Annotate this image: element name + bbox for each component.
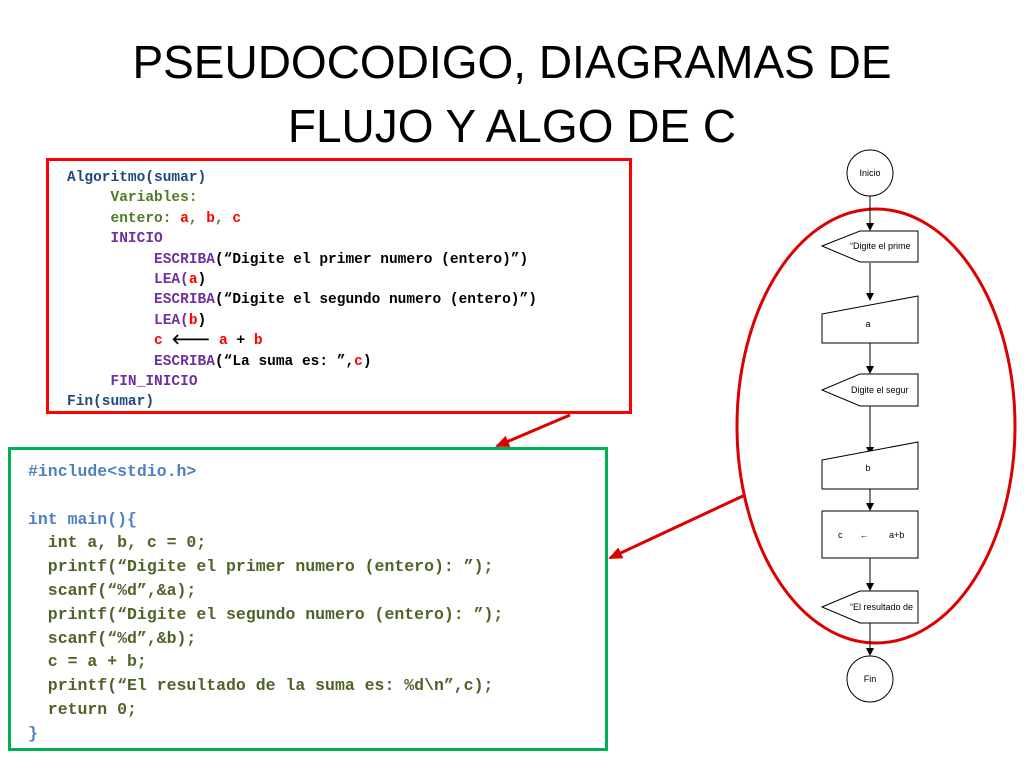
c-code-listing: #include<stdio.h> int main(){ int a, b, … xyxy=(28,460,503,746)
pseudo-msg-2: (“Digite el segundo numero (entero)”) xyxy=(214,292,537,309)
flow-end-label: Fin xyxy=(864,674,877,684)
pseudocode-listing: Algoritmo(sumar) Variables: entero: a, b… xyxy=(67,168,537,413)
pseudo-paren: ( xyxy=(180,272,189,289)
pseudo-output-c: c xyxy=(354,353,363,370)
pseudo-inicio: INICIO xyxy=(110,231,163,248)
flow-output-1-shape xyxy=(820,230,919,263)
flow-start-label: Inicio xyxy=(859,168,880,178)
flow-output-2-label: Digite el segur xyxy=(851,385,909,395)
flow-start-terminal xyxy=(846,149,894,197)
flow-end-terminal xyxy=(846,655,894,703)
flow-output-3-shape xyxy=(820,590,919,624)
c-code-box: #include<stdio.h> int main(){ int a, b, … xyxy=(8,447,608,751)
flow-input-a-label: a xyxy=(865,319,870,329)
flow-input-a-shape xyxy=(821,295,919,344)
pseudo-msg-1: (“Digite el primer numero (entero)”) xyxy=(214,251,529,268)
flow-process-var: c xyxy=(838,530,843,540)
pseudo-assign-c: c xyxy=(154,333,163,350)
pseudo-lea-1: LEA xyxy=(154,272,181,289)
c-line: return 0; xyxy=(28,699,137,719)
pseudo-plus: + xyxy=(236,333,246,350)
pseudocode-box: Algoritmo(sumar) Variables: entero: a, b… xyxy=(46,158,632,414)
pseudo-type-label: entero: xyxy=(110,210,172,227)
flow-output-3-label: “El resultado de xyxy=(850,602,913,612)
flow-output-1-label: “Digite el prime xyxy=(850,241,911,251)
flow-input-b-label: b xyxy=(865,463,870,473)
pseudo-comma: , xyxy=(188,210,198,227)
pseudo-lea-a: a xyxy=(188,272,198,289)
pseudo-to-c-arrow xyxy=(495,413,571,448)
pseudo-assign-a: a xyxy=(219,333,228,350)
pseudo-lea-b: b xyxy=(188,312,198,329)
pseudo-footer: Fin(sumar) xyxy=(67,394,155,411)
c-line: scanf(“%d”,&b); xyxy=(28,628,197,648)
pseudo-msg-3: (“La suma es: ”, xyxy=(214,353,355,370)
pseudo-paren: ( xyxy=(180,312,189,329)
pseudo-var-b: b xyxy=(206,210,215,227)
c-line: printf(“El resultado de la suma es: %d\n… xyxy=(28,676,494,696)
pseudo-paren: ) xyxy=(197,272,207,289)
pseudo-fin-inicio: FIN_INICIO xyxy=(110,374,198,391)
flow-process-arrow-icon: ← xyxy=(860,530,869,540)
pseudo-paren: ) xyxy=(197,312,207,329)
pseudo-escriba-3: ESCRIBA xyxy=(154,353,215,370)
pseudo-escriba-1: ESCRIBA xyxy=(154,251,215,268)
c-line: c = a + b; xyxy=(28,652,147,672)
slide-title: PSEUDOCODIGO, DIAGRAMAS DE FLUJO Y ALGO … xyxy=(0,30,1024,158)
title-line-1: PSEUDOCODIGO, DIAGRAMAS DE xyxy=(132,36,892,88)
c-line: printf(“Digite el segundo numero (entero… xyxy=(28,604,504,624)
pseudo-variables-label: Variables: xyxy=(110,190,198,207)
assign-arrow-icon: 🡐 xyxy=(171,333,211,350)
c-main-decl: int main(){ xyxy=(28,509,137,529)
c-line: int a, b, c = 0; xyxy=(28,533,207,553)
c-line: scanf(“%d”,&a); xyxy=(28,580,197,600)
flowchart-to-c-arrow xyxy=(608,493,746,560)
flow-process-box xyxy=(821,510,919,559)
pseudo-header: Algoritmo(sumar) xyxy=(67,170,207,186)
title-line-2: FLUJO Y ALGO DE C xyxy=(287,100,737,152)
flow-input-b-shape xyxy=(821,441,919,490)
flow-process-expr: a+b xyxy=(889,530,904,540)
pseudo-paren: ) xyxy=(362,353,372,370)
pseudo-var-a: a xyxy=(180,210,189,227)
c-line: printf(“Digite el primer numero (entero)… xyxy=(28,557,494,577)
c-close-brace: } xyxy=(28,723,38,743)
pseudo-escriba-2: ESCRIBA xyxy=(154,292,215,309)
c-include: #include<stdio.h> xyxy=(28,462,197,481)
highlight-ellipse xyxy=(735,207,1017,645)
pseudo-comma: , xyxy=(214,210,224,227)
pseudo-assign-b: b xyxy=(253,333,263,350)
pseudo-lea-2: LEA xyxy=(154,312,181,329)
flow-output-2-shape xyxy=(820,373,919,407)
pseudo-var-c: c xyxy=(232,210,242,227)
